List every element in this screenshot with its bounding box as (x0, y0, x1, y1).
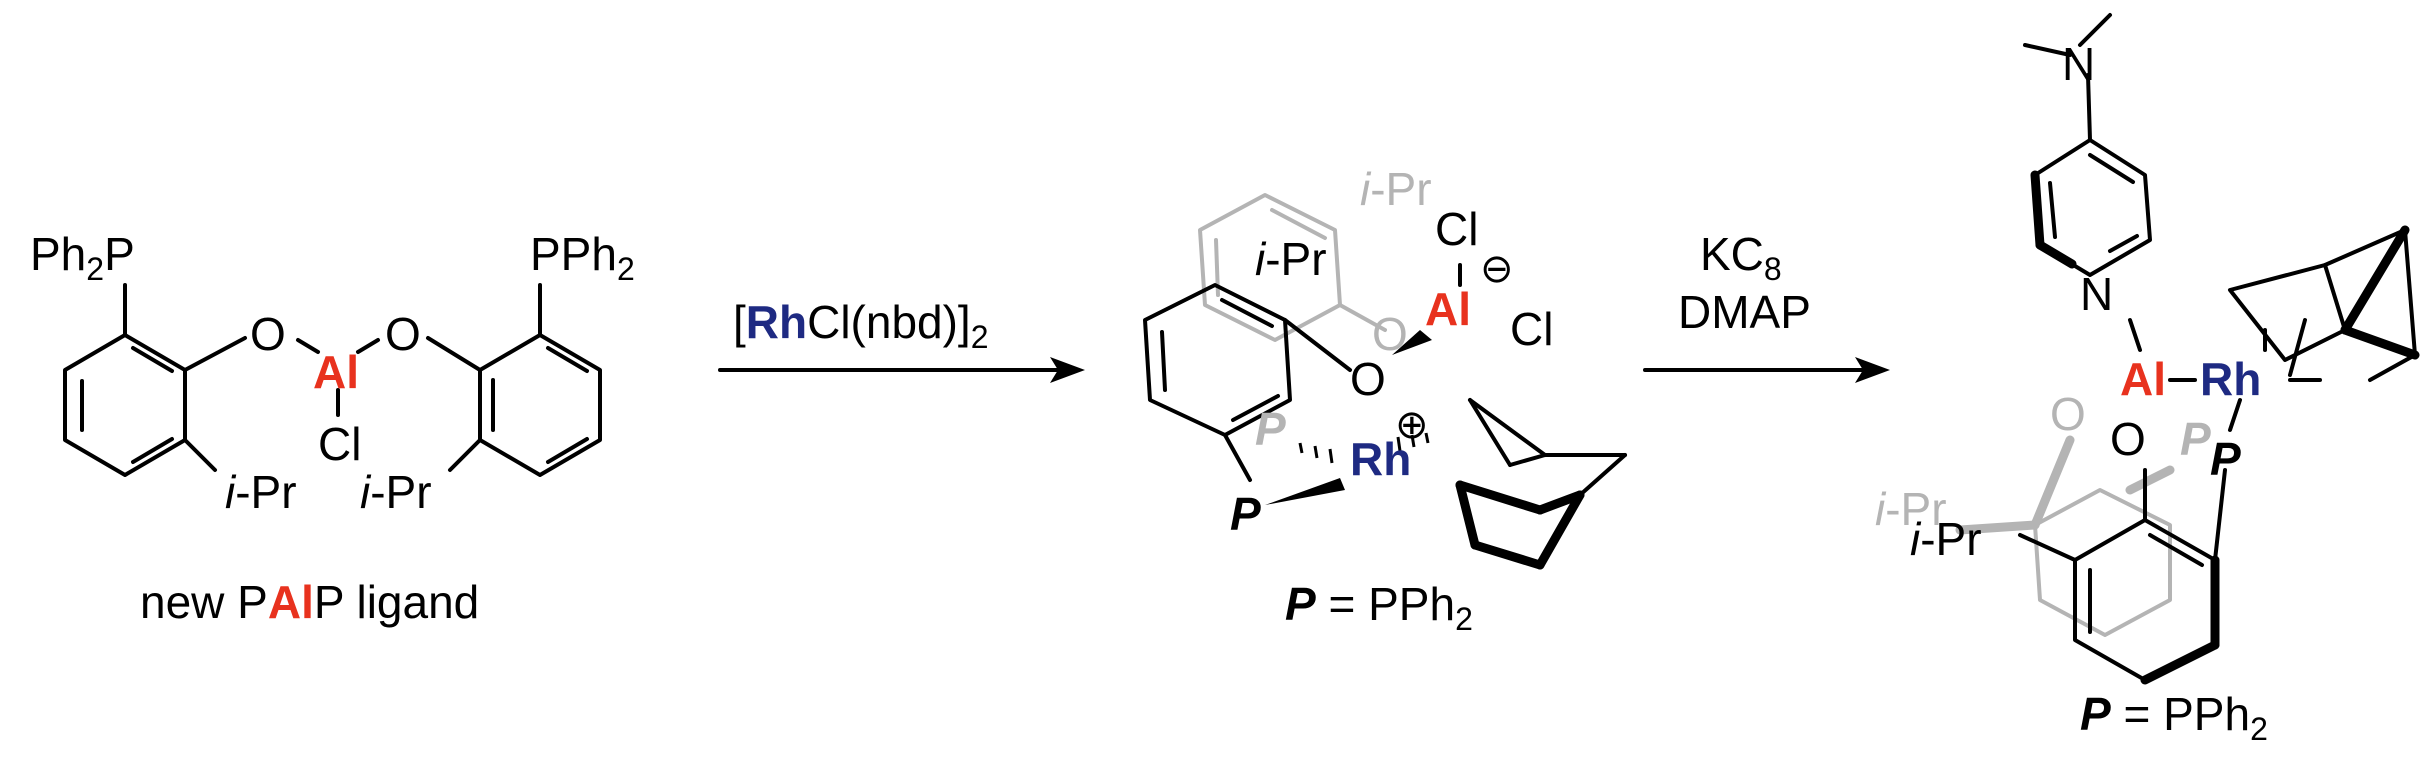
al-anion-label: Al (1425, 283, 1471, 335)
minus-charge-icon: ⊖ (1480, 247, 1514, 291)
ipr-grey-label-2: i-Pr (1875, 483, 1947, 535)
palp-ligand-structure: Ph2P PPh2 O O Al Cl i-Pr i-Pr (30, 228, 635, 518)
pph2-label: PPh2 (530, 228, 635, 287)
o-front-label-2: O (2110, 413, 2146, 465)
ipr-grey-label: i-Pr (1360, 163, 1432, 215)
p-grey-label-2: P (2180, 413, 2211, 465)
rh-reagent-label: [RhCl(nbd)]2 (733, 296, 989, 355)
o-front-label: O (1350, 353, 1386, 405)
rh-label-2: Rh (2200, 353, 2261, 405)
ph2p-label: Ph2P (30, 228, 135, 287)
kc8-label: KC8 (1700, 228, 1782, 287)
p-grey-label: P (1255, 403, 1286, 455)
ligand-caption: new PAlP ligand (140, 576, 479, 628)
n-pyridine-label: N (2080, 268, 2113, 320)
plus-charge-icon: ⊕ (1395, 403, 1429, 447)
ipr-front-label: i-Pr (1255, 233, 1327, 285)
o-grey-label-2: O (2050, 388, 2086, 440)
complex2-caption: P = PPh2 (2080, 688, 2268, 747)
rh-cationic-complex-structure: i-Pr i-Pr Cl Al ⊖ Cl O O P Rh ⊕ P (1143, 163, 1627, 570)
p-front-label: P (1230, 488, 1261, 540)
n-dimethyl-label: N (2062, 38, 2095, 90)
ipr-front-label-2: i-Pr (1910, 513, 1982, 565)
ipr-left-label: i-Pr (225, 466, 297, 518)
o-right-label: O (385, 308, 421, 360)
reaction-arrow-1 (718, 357, 1085, 383)
complex1-caption: P = PPh2 (1285, 578, 1473, 637)
p-front-label-2: P (2210, 433, 2241, 485)
dmap-label: DMAP (1678, 286, 1811, 338)
o-left-label: O (250, 308, 286, 360)
o-grey-label: O (1372, 308, 1408, 360)
rh-dmap-complex-structure: N N Al Rh O O P P i-Pr i-Pr (1875, 13, 2420, 685)
ipr-right-label: i-Pr (360, 466, 432, 518)
cl-right-label: Cl (1510, 303, 1553, 355)
al-label: Al (313, 346, 359, 398)
al-label-2: Al (2120, 353, 2166, 405)
reaction-arrow-2 (1643, 357, 1890, 383)
cl-label: Cl (318, 418, 361, 470)
cl-top-label: Cl (1435, 203, 1478, 255)
rh-cation-label: Rh (1350, 433, 1411, 485)
